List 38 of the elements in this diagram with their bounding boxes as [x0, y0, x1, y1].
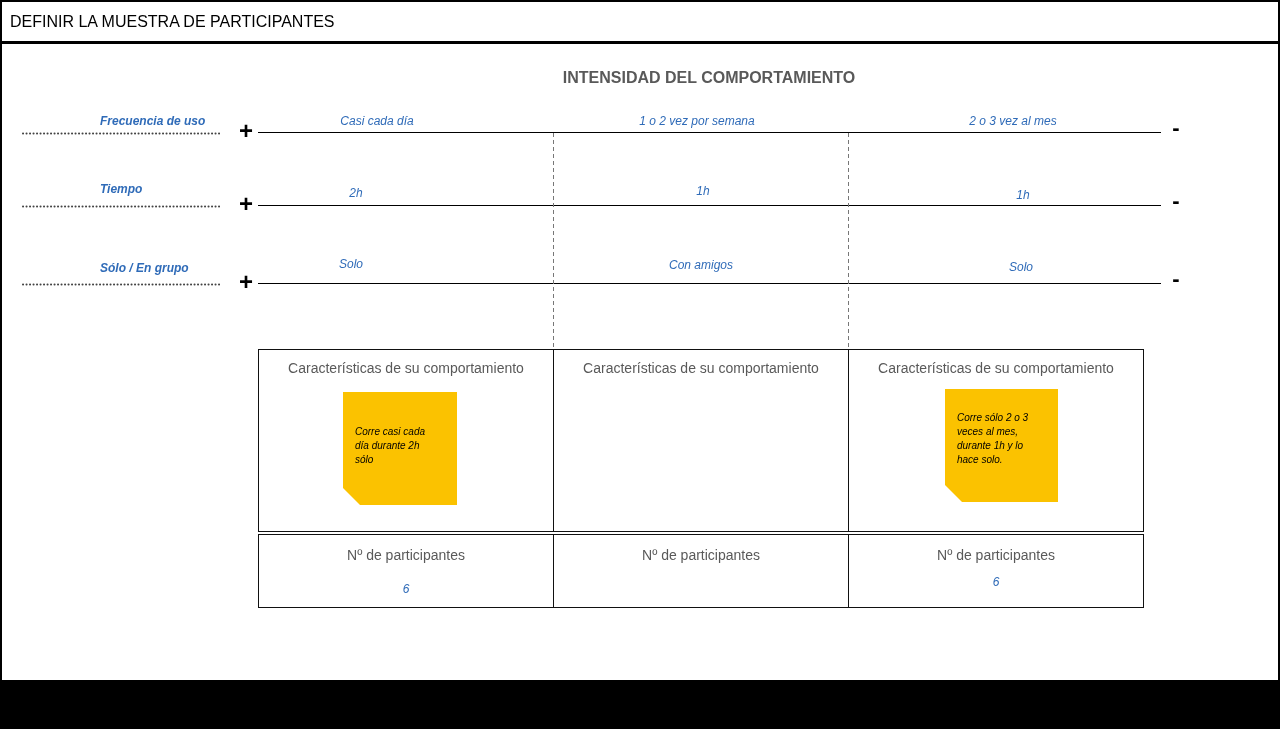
scale-value: 1h	[696, 185, 710, 199]
cell-heading: Características de su comportamiento	[288, 359, 524, 377]
row-label: Sólo / En grupo	[100, 262, 189, 276]
minus-sign: -	[1172, 190, 1180, 212]
scale-value: Con amigos	[669, 259, 733, 273]
table-cell	[258, 349, 554, 532]
page-title: DEFINIR LA MUESTRA DE PARTICIPANTES	[10, 12, 335, 31]
plus-sign: +	[239, 119, 253, 143]
table-cell	[258, 534, 554, 608]
plus-sign: +	[239, 270, 253, 294]
table-cell	[553, 349, 849, 532]
cell-heading: Características de su comportamiento	[583, 359, 819, 377]
scale-value: 1 o 2 vez por semana	[639, 115, 755, 129]
table-cell	[848, 534, 1144, 608]
plus-sign: +	[239, 192, 253, 216]
scale-value: 1h	[1016, 189, 1030, 203]
row-label: Frecuencia de uso	[100, 115, 206, 129]
table-cell	[848, 349, 1144, 532]
scale-value: Solo	[339, 258, 363, 272]
cell-heading: Nº de participantes	[937, 546, 1055, 564]
sticky-note	[343, 392, 457, 505]
cell-heading: Características de su comportamiento	[878, 359, 1114, 377]
scale-value: 2h	[349, 187, 363, 201]
cell-heading: Nº de participantes	[642, 546, 760, 564]
participant-count: 6	[402, 581, 410, 597]
section-heading: INTENSIDAD DEL COMPORTAMIENTO	[562, 68, 856, 88]
sticky-note	[945, 389, 1058, 502]
minus-sign: -	[1172, 268, 1180, 290]
note-text: Corre sólo 2 o 3 veces al mes, durante 1h y lo hace solo.	[957, 411, 1030, 467]
participant-count: 6	[992, 574, 1000, 590]
scale-value: Casi cada día	[340, 115, 414, 129]
scale-value: 2 o 3 vez al mes	[969, 115, 1057, 129]
scale-value: Solo	[1009, 261, 1033, 275]
row-label: Tiempo	[100, 183, 143, 197]
cell-heading: Nº de participantes	[347, 546, 465, 564]
minus-sign: -	[1172, 117, 1180, 139]
table-cell	[553, 534, 849, 608]
note-text: Corre casi cada día durante 2h sólo	[355, 425, 427, 467]
